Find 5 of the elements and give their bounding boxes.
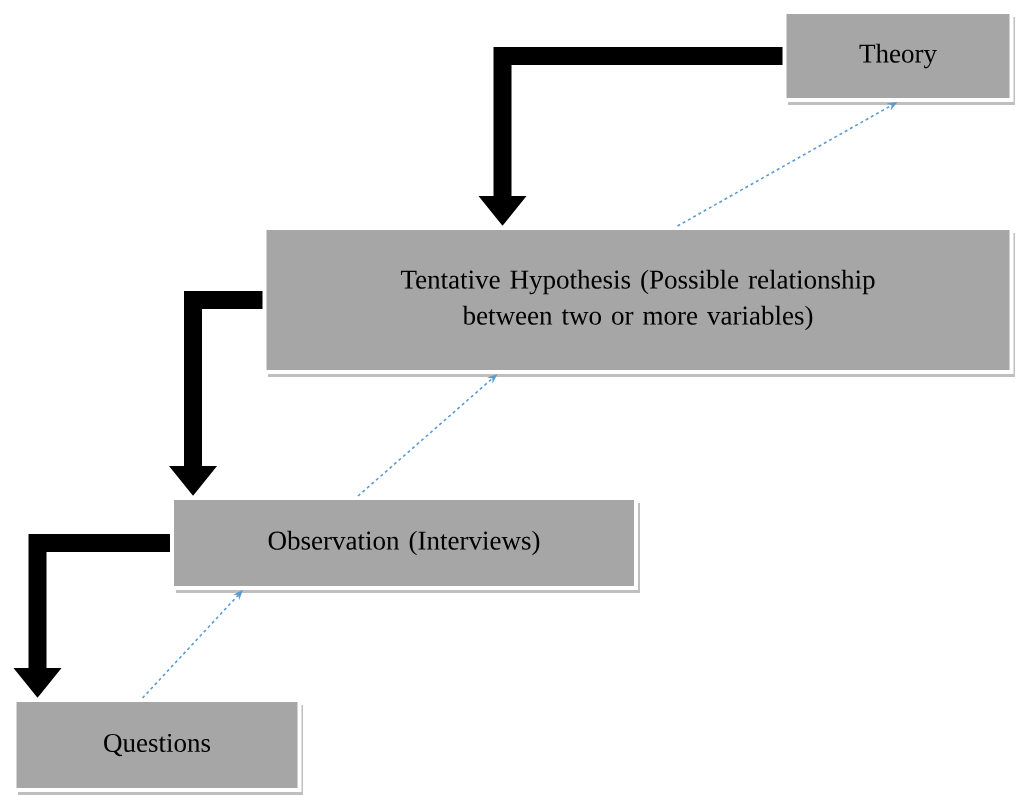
process-box: Theory — [782, 10, 1014, 102]
process-box: Tentative Hypothesis (Possible relationship between two or more variables) — [262, 226, 1014, 374]
process-box: Questions — [12, 698, 302, 792]
arrow — [141, 590, 243, 699]
process-box: Observation (Interviews) — [170, 496, 638, 590]
